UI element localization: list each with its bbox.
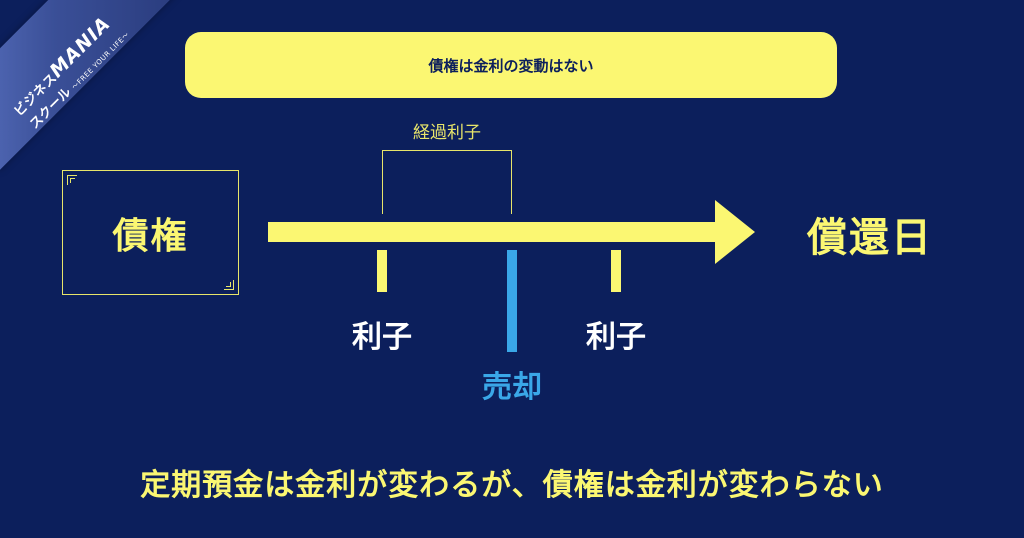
bond-box: 債権 xyxy=(62,170,239,295)
interest-tick-2 xyxy=(611,250,621,292)
sale-tick xyxy=(507,250,517,352)
headline-banner: 債権は金利の変動はない xyxy=(185,32,837,98)
interest-label-2: 利子 xyxy=(586,320,646,355)
timeline-arrow xyxy=(268,200,755,264)
accrued-interest-bracket xyxy=(382,150,512,214)
corner-mark-top-left xyxy=(67,175,77,185)
sale-label: 売却 xyxy=(482,370,542,405)
brand-logo: ビジネスMANIA スクール〜FREE YOUR LIFE〜 xyxy=(0,0,174,154)
arrow-shape xyxy=(268,200,755,264)
corner-mark-bottom-right xyxy=(224,280,234,290)
bottom-caption: 定期預金は金利が変わるが、債権は金利が変わらない xyxy=(140,468,884,503)
accrued-interest-label: 経過利子 xyxy=(413,123,481,143)
interest-label-1: 利子 xyxy=(352,320,412,355)
redemption-date-label: 償還日 xyxy=(807,215,933,261)
interest-tick-1 xyxy=(377,250,387,292)
headline-text: 債権は金利の変動はない xyxy=(428,56,594,75)
bond-label: 債権 xyxy=(112,215,189,257)
